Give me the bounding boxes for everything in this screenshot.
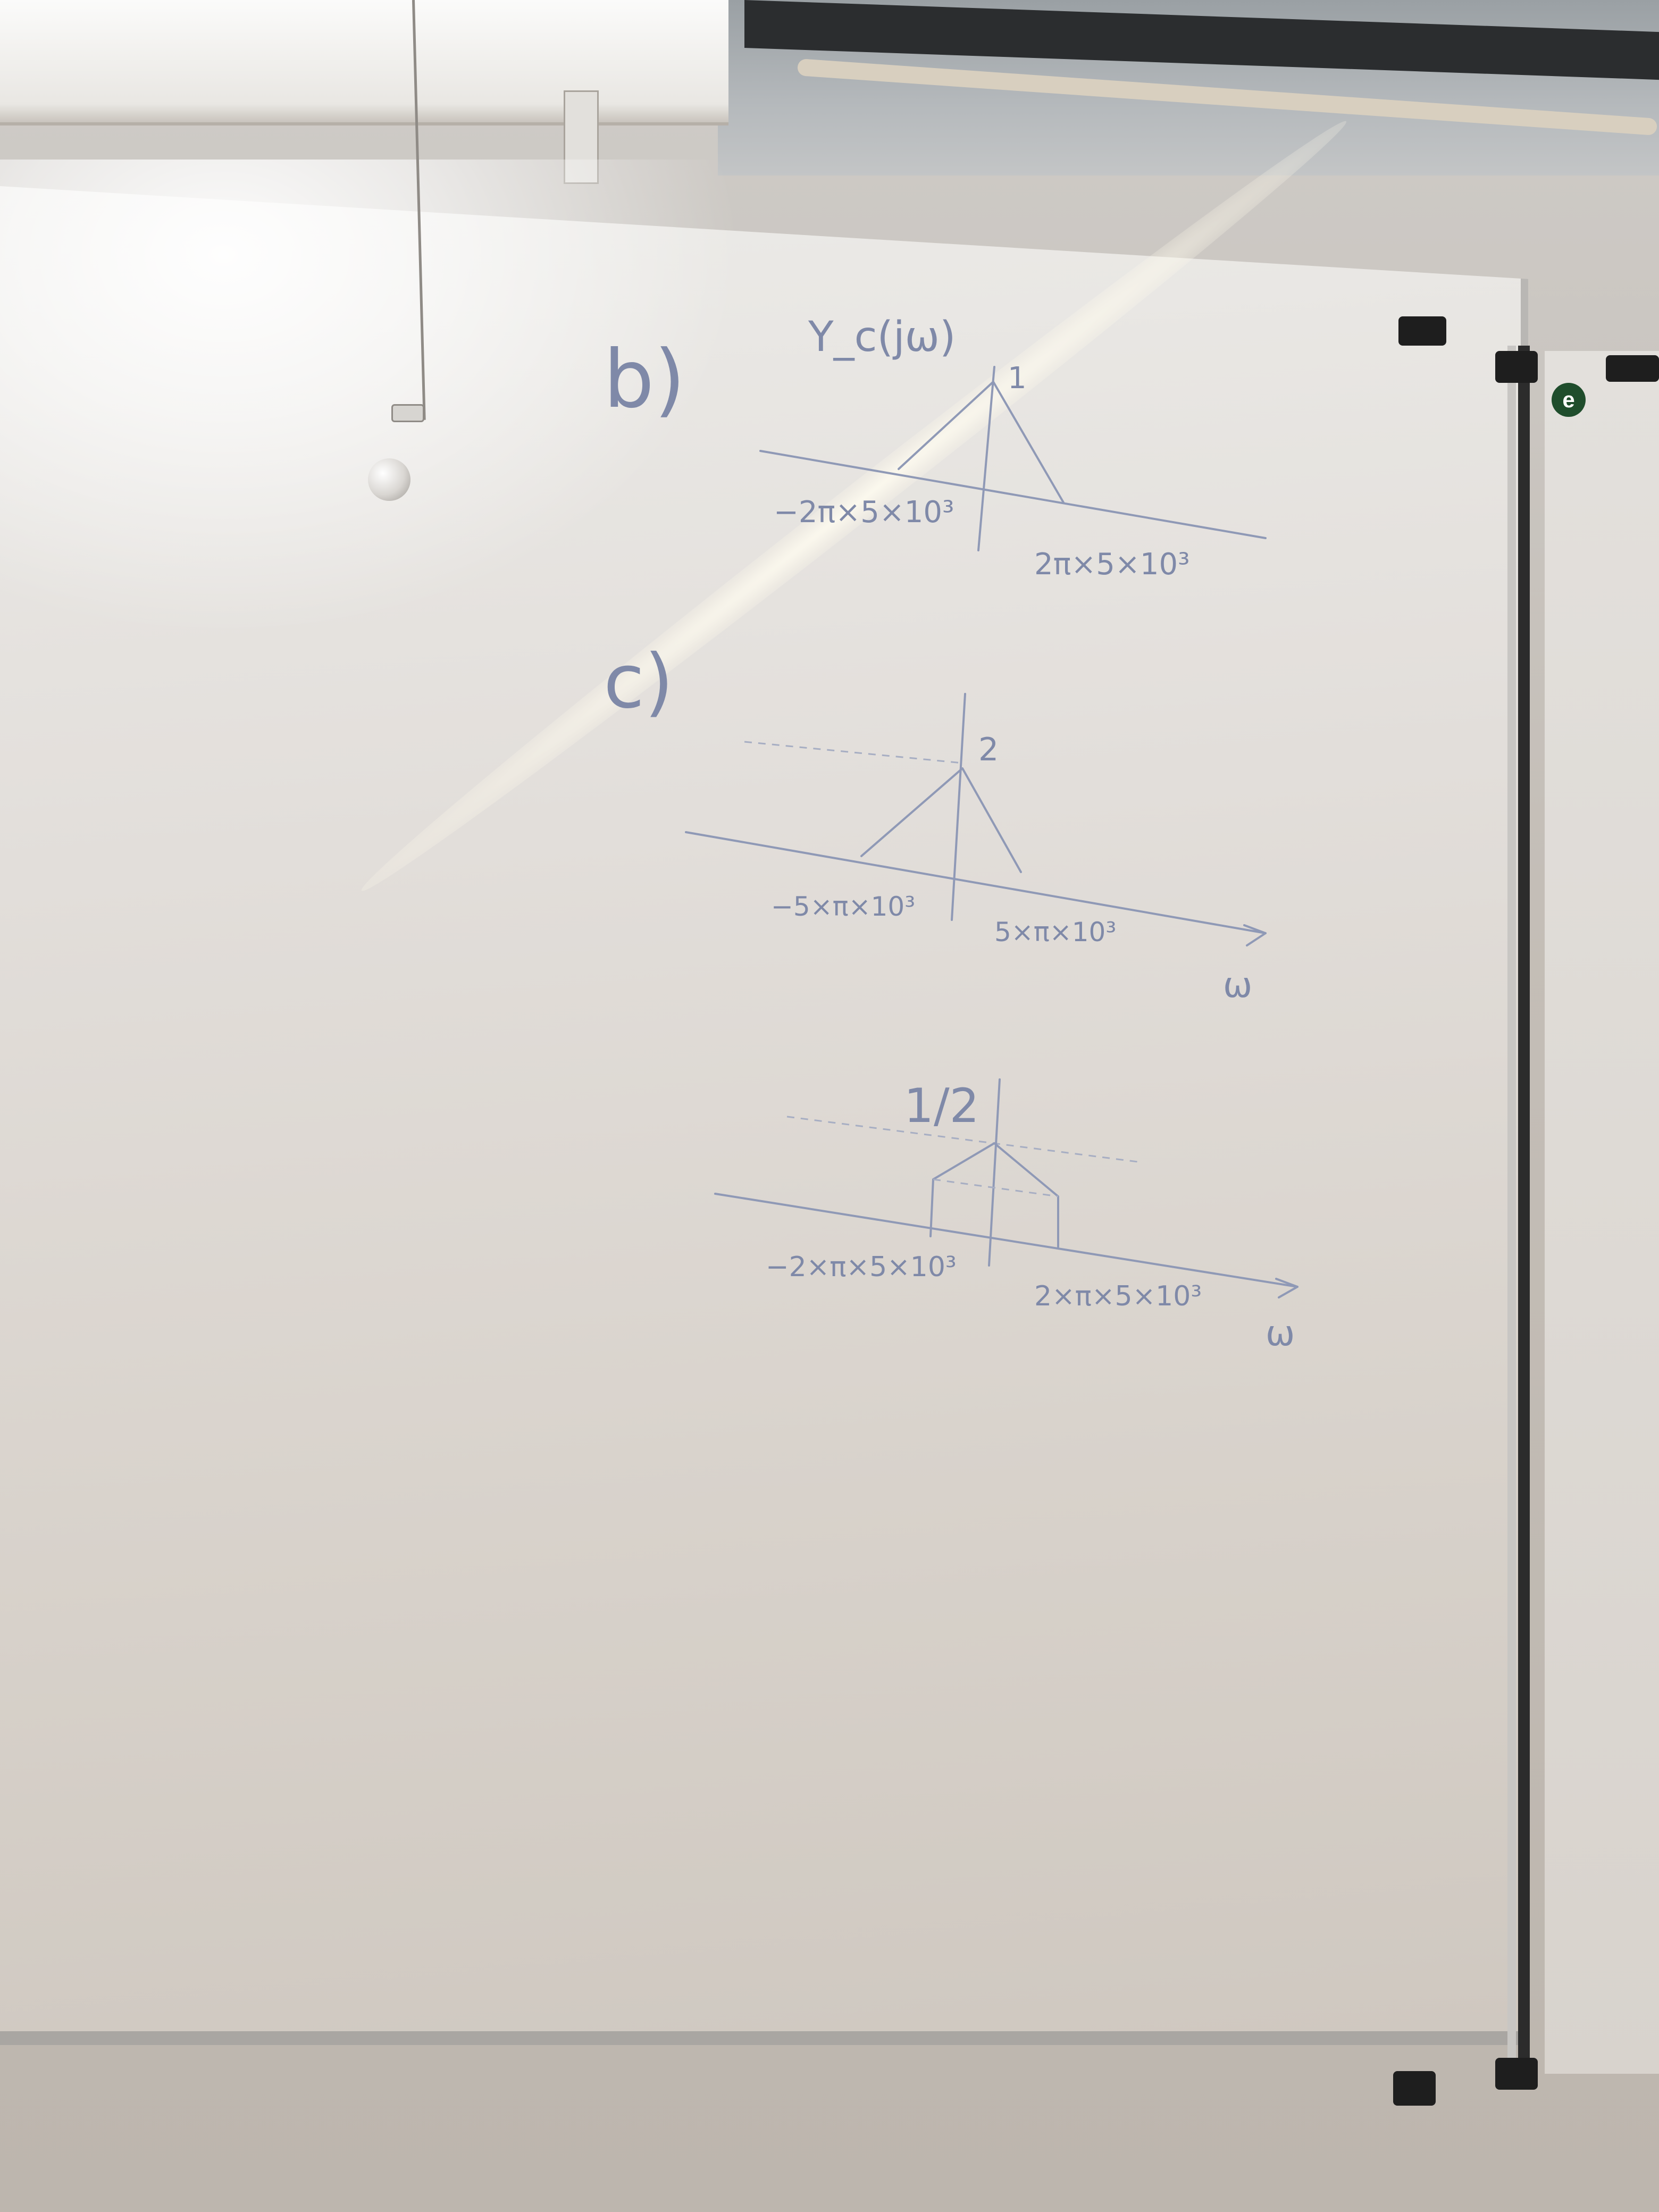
part-c-spectrum-triangle — [860, 767, 1022, 873]
part-c-peak-label: 2 — [978, 731, 999, 768]
board-clip-right-top — [1606, 355, 1659, 382]
cord-bead-handle[interactable] — [368, 458, 410, 501]
whiteboard-panel-right — [1545, 351, 1659, 2074]
part-b-right-tick: 2π×5×10³ — [1034, 547, 1190, 582]
part-d-left-tick: −2×π×5×10³ — [766, 1251, 957, 1283]
part-d-spectrum-trapezoid — [929, 1142, 1059, 1248]
part-d-axis-arrow — [1275, 1278, 1298, 1298]
part-c-level-guide — [744, 741, 963, 764]
part-d-vertical-axis — [988, 1078, 1001, 1267]
board-clip-top — [1398, 316, 1446, 346]
board-clip-top-divider — [1495, 351, 1538, 383]
whiteboard-divider — [1518, 346, 1530, 2068]
part-b-left-tick: −2π×5×10³ — [774, 495, 954, 530]
light-glare — [0, 160, 744, 638]
part-b-label: b) — [604, 333, 685, 426]
part-d-omega-axis — [714, 1193, 1298, 1288]
part-b-spectrum-triangle — [898, 381, 1065, 504]
part-b-title: Y_c(jω) — [808, 313, 956, 361]
part-d-omega-symbol: ω — [1266, 1313, 1295, 1354]
part-c-right-tick: 5×π×10³ — [994, 917, 1116, 948]
part-c-omega-axis — [685, 831, 1267, 934]
part-c-axis-arrow — [1243, 924, 1267, 946]
whiteboard-frame-rail — [1507, 346, 1516, 2068]
part-d-level-guide — [786, 1116, 1138, 1163]
part-d-shoulder-guide — [933, 1178, 1059, 1197]
board-clip-bottom — [1393, 2071, 1436, 2106]
part-d-peak-label: 1/2 — [904, 1078, 979, 1133]
board-clip-bottom-divider — [1495, 2058, 1538, 2090]
part-b-omega-axis — [759, 450, 1267, 539]
ceiling-light-fixture — [0, 0, 728, 125]
part-c-vertical-axis — [951, 693, 966, 921]
brand-logo-badge: e — [1552, 383, 1586, 417]
part-d-right-tick: 2×π×5×10³ — [1034, 1280, 1202, 1312]
part-b-peak-label: 1 — [1008, 361, 1027, 396]
part-c-omega-symbol: ω — [1223, 965, 1252, 1006]
part-c-label: c) — [604, 639, 674, 725]
cord-clip — [391, 404, 424, 422]
part-b-vertical-axis — [977, 366, 995, 551]
part-c-left-tick: −5×π×10³ — [771, 891, 915, 922]
